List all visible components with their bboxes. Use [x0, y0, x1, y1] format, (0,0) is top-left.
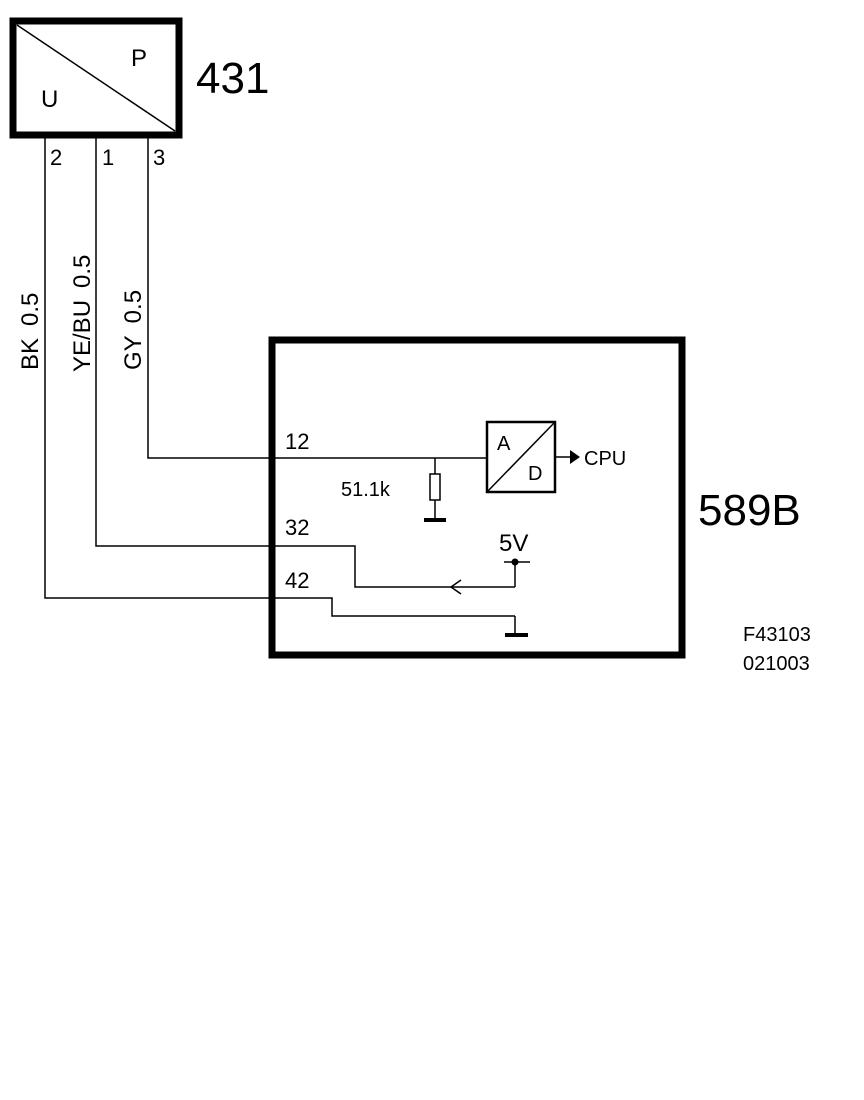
- sensor-id: 431: [196, 54, 269, 103]
- module-box: [268, 336, 686, 659]
- figure-ref: F43103: [743, 624, 811, 646]
- sensor-431: U P 431: [9, 17, 269, 139]
- sensor-label-p: P: [131, 45, 147, 72]
- wire-ye-bu: [95, 138, 515, 588]
- resistor-value: 51.1k: [341, 479, 391, 501]
- sensor-pin-1: 1: [102, 145, 114, 170]
- ground-icon: [505, 616, 528, 637]
- wire-gy-label: GY0.5: [120, 290, 147, 370]
- arrow-right-icon: [570, 450, 580, 464]
- module-id: 589B: [698, 486, 801, 535]
- module-pin-32: 32: [285, 515, 309, 540]
- wire-gy: [147, 138, 487, 459]
- adc-label-d: D: [528, 463, 542, 485]
- sensor-pin-3: 3: [153, 145, 165, 170]
- sensor-label-u: U: [41, 86, 58, 113]
- sensor-pin-2: 2: [50, 145, 62, 170]
- resistor: [424, 458, 446, 522]
- supply-5v: [449, 558, 530, 595]
- sensor-diagonal: [16, 24, 176, 132]
- wire-bk-label: BK0.5: [17, 293, 44, 370]
- cpu-label: CPU: [584, 448, 626, 470]
- sensor-box: [9, 17, 183, 139]
- module-pin-42: 42: [285, 568, 309, 593]
- adc-label-a: A: [497, 433, 511, 455]
- supply-label: 5V: [499, 530, 528, 557]
- date-ref: 021003: [743, 653, 810, 675]
- wire-bk: [44, 138, 515, 617]
- wire-ye-bu-label: YE/BU0.5: [69, 255, 96, 372]
- module-pin-12: 12: [285, 429, 309, 454]
- ad-converter: A D: [485, 420, 557, 494]
